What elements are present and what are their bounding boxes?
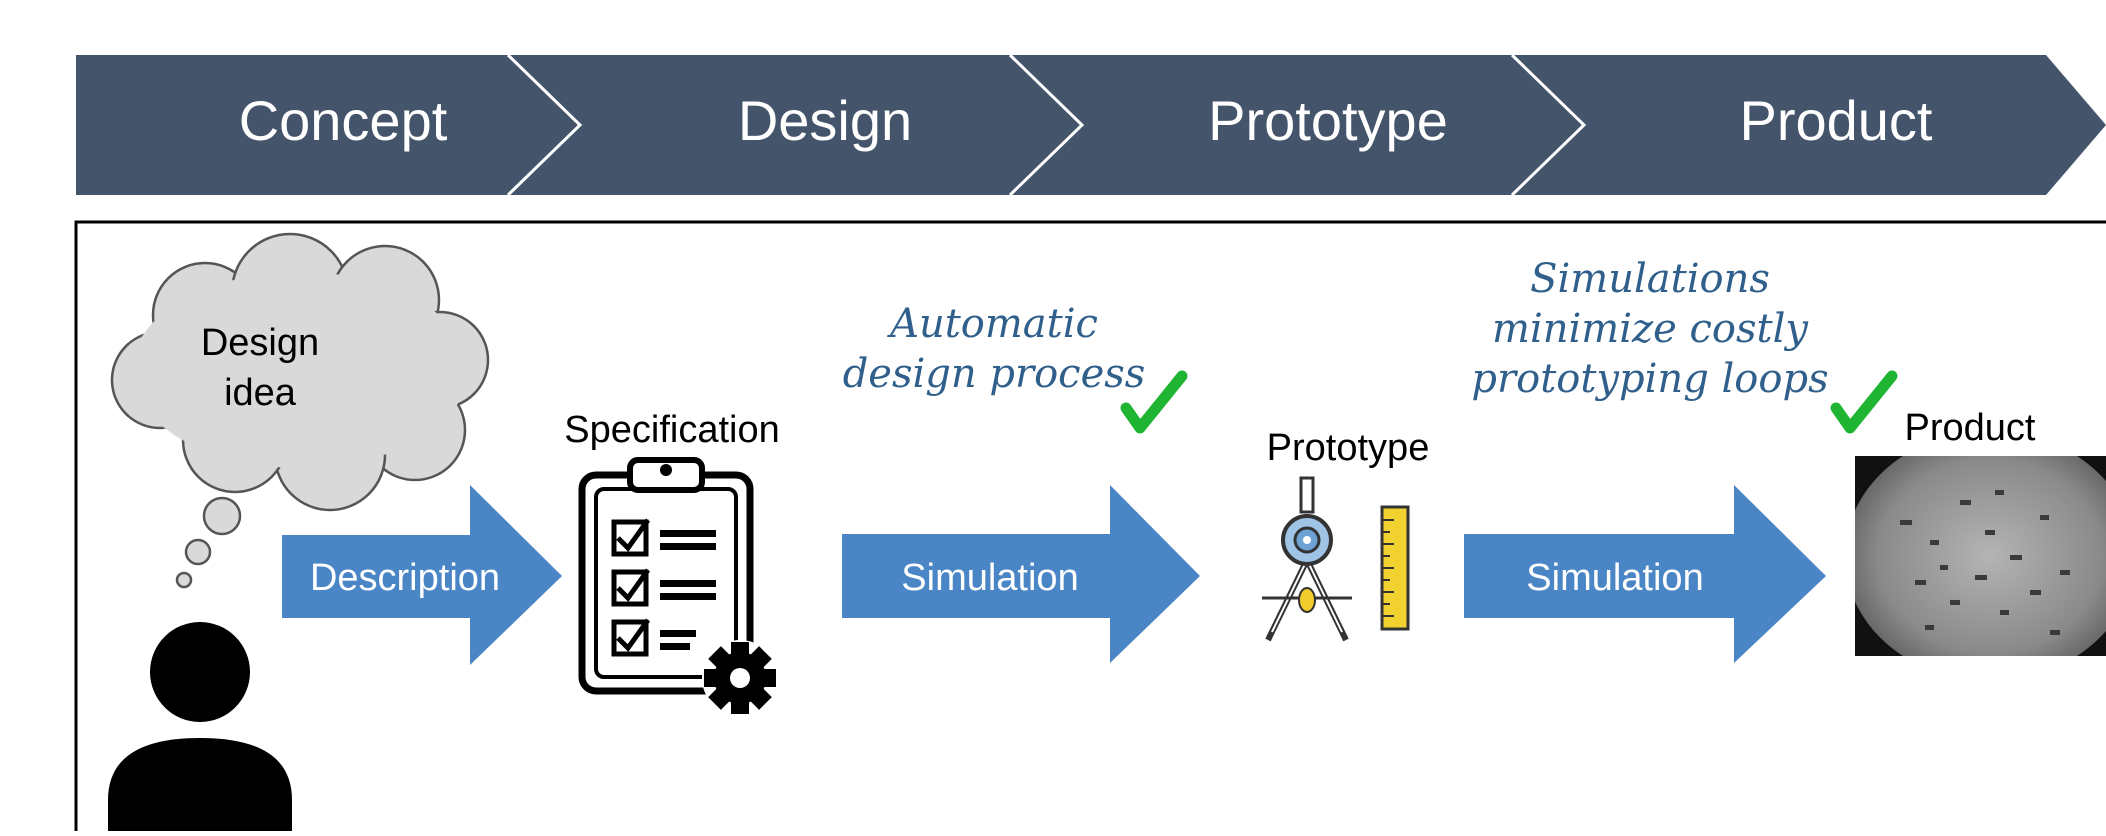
product-label: Product — [1905, 407, 2036, 449]
arrow-label-simulation-1: Simulation — [901, 557, 1078, 599]
arrow-label-simulation-2: Simulation — [1526, 557, 1703, 599]
stage-label-product: Product — [1740, 89, 1933, 152]
note-simulations: Simulations minimize costly prototyping … — [1471, 256, 1898, 434]
stage-label-concept: Concept — [239, 89, 448, 152]
content-frame — [74, 220, 2106, 831]
stage-label-prototype: Prototype — [1208, 89, 1448, 152]
specification-label: Specification — [564, 409, 779, 451]
stage-chevron-4 — [1512, 55, 2106, 195]
arrow-simulation-2: Simulation — [1464, 485, 1826, 663]
ruler-icon — [1380, 505, 1410, 631]
stage-chevron-3 — [1010, 55, 1584, 195]
note-automatic-line2: design process — [843, 351, 1146, 397]
person-icon — [108, 622, 292, 831]
note-automatic-line1: Automatic — [886, 301, 1098, 347]
prototype-block: Prototype — [1262, 427, 1430, 642]
checkmark-icon — [1830, 370, 1898, 434]
product-block: Product — [1855, 407, 2106, 656]
prototype-label: Prototype — [1267, 427, 1430, 469]
idea-label-line1: Design — [201, 322, 319, 364]
note-simulations-line3: prototyping loops — [1471, 356, 1828, 402]
gear-icon — [702, 640, 778, 716]
clipboard-icon — [578, 457, 754, 695]
stage-label-design: Design — [738, 89, 912, 152]
note-automatic: Automatic design process — [843, 301, 1188, 434]
checkmark-icon — [1120, 370, 1188, 434]
stage-chevron-2 — [508, 55, 1082, 195]
note-simulations-line1: Simulations — [1530, 256, 1770, 302]
arrow-description: Description — [282, 485, 562, 665]
arrow-simulation-1: Simulation — [842, 485, 1200, 663]
product-image — [1855, 456, 2106, 656]
idea-label-line2: idea — [224, 372, 297, 414]
stage-chevron-1 — [76, 55, 580, 195]
thought-cloud: Design idea — [110, 232, 490, 589]
stage-banner: Concept Design Prototype Product — [76, 53, 2106, 197]
compass-icon — [1262, 476, 1352, 642]
specification-block: Specification — [564, 409, 780, 716]
arrow-label-description: Description — [310, 557, 500, 599]
note-simulations-line2: minimize costly — [1492, 306, 1809, 352]
